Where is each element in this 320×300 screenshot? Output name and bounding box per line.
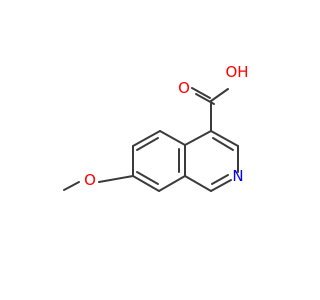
hydroxyl-label: OH bbox=[225, 63, 248, 81]
bond-carboxyl-c-oh bbox=[210, 88, 229, 102]
carbonyl-oxygen-label: O bbox=[178, 79, 190, 97]
ring-nitrogen-label: N bbox=[232, 167, 243, 185]
bond-c4-c3-inner bbox=[212, 137, 234, 151]
bond-c8-c8a bbox=[158, 175, 186, 192]
bond-n2-c1-inner bbox=[211, 174, 229, 185]
bond-c5-c6-inner bbox=[136, 137, 159, 151]
bond-c4a-c4 bbox=[184, 130, 212, 146]
atom-labels: OH O N O bbox=[84, 63, 248, 189]
bond-c7-ether-o bbox=[98, 175, 134, 183]
bond-c1-c8a bbox=[184, 175, 212, 192]
bond-c7-c8 bbox=[132, 175, 160, 192]
diagram-background bbox=[0, 0, 300, 300]
molecule-structure-diagram: OH O N O bbox=[0, 0, 300, 300]
bond-c4a-c5 bbox=[159, 130, 186, 146]
bond-lines bbox=[63, 87, 239, 192]
bond-c4-c3 bbox=[210, 130, 239, 147]
bond-carboxyl-c-o-b bbox=[195, 93, 215, 105]
ether-oxygen-label: O bbox=[84, 171, 96, 189]
bond-n2-c1 bbox=[210, 179, 232, 192]
bond-ether-o-methyl bbox=[63, 181, 80, 191]
bond-carboxyl-c-o-a bbox=[191, 87, 211, 99]
bond-c5-c6 bbox=[132, 130, 161, 147]
bond-c7-c8-inner bbox=[136, 171, 159, 185]
